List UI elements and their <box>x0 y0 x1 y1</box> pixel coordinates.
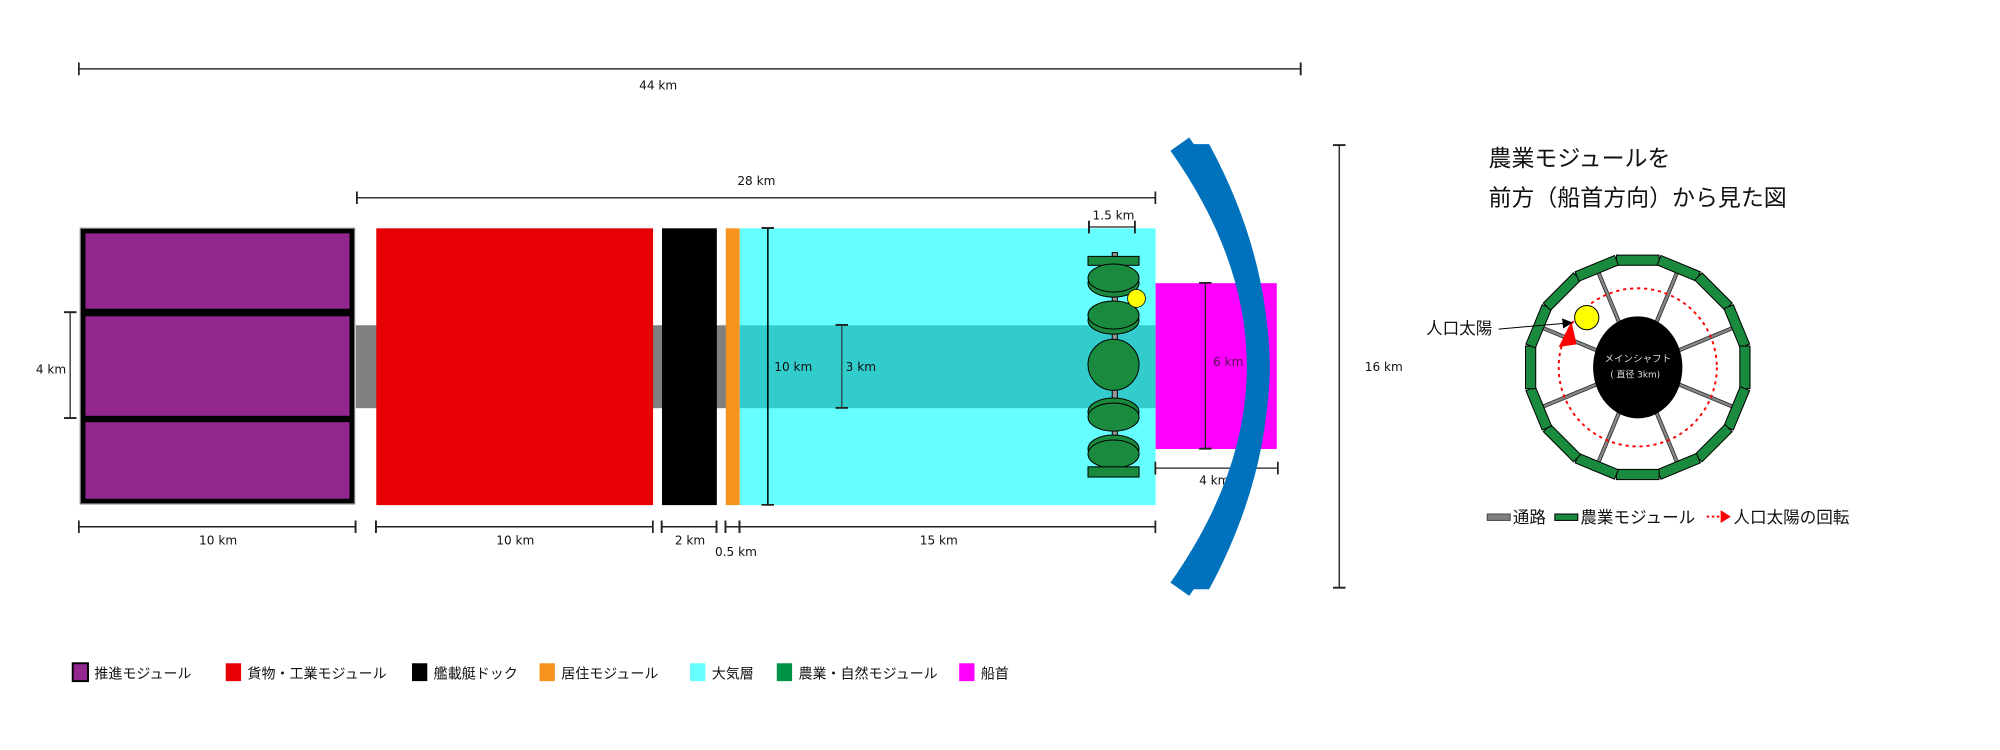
legend-swatch <box>690 663 706 682</box>
farm-module-segment <box>1656 452 1702 480</box>
legend-label: 船首 <box>981 667 1009 683</box>
legend-rotation-arrowhead-icon <box>1720 510 1731 523</box>
front-view-title-line1: 農業モジュールを <box>1489 146 1671 172</box>
farm-module-segment <box>1574 254 1620 282</box>
bow-shield-arc <box>1170 137 1270 596</box>
farm-module-segment <box>1723 386 1751 431</box>
artificial-sun-pointer <box>1498 318 1573 330</box>
forward-length-label: 28 km <box>737 174 775 188</box>
farm-module-segment <box>1615 468 1660 481</box>
legend-label: 大気層 <box>712 667 754 683</box>
legend-label: 推進モジュール <box>94 667 191 683</box>
farm-module-segment <box>1694 423 1733 463</box>
farm-module-segment <box>1739 345 1751 390</box>
farm-module-segment <box>1694 272 1733 311</box>
bow-height-label: 6 km <box>1213 355 1243 369</box>
total-length-label: 44 km <box>639 78 677 92</box>
farm-length-label: 1.5 km <box>1093 208 1135 222</box>
shield-height-label: 16 km <box>1365 360 1403 374</box>
propulsion-length-label: 10 km <box>199 534 237 548</box>
farm-module-segment <box>1723 304 1751 349</box>
propulsion-module <box>79 227 356 505</box>
farm-module-segment <box>1656 254 1702 282</box>
legend-swatch <box>776 663 793 682</box>
farm-module-segment <box>1615 254 1660 266</box>
main-shaft <box>1593 316 1683 419</box>
legend-rotation-label: 人口太陽の回転 <box>1733 508 1849 527</box>
farm-module-segment <box>1574 452 1620 480</box>
legend-corridor-label: 通路 <box>1513 508 1547 527</box>
sun-rotation-path <box>1557 287 1718 448</box>
farm-module-segment <box>1542 272 1582 311</box>
artificial-sun-label: 人口太陽 <box>1426 319 1492 338</box>
legend-farm-swatch <box>1554 513 1579 521</box>
shaft-diameter-label: 3 km <box>846 360 876 374</box>
atmosphere-diameter-label: 10 km <box>774 360 812 374</box>
cargo-length-label: 10 km <box>496 534 534 548</box>
legend-corridor-swatch <box>1486 513 1511 521</box>
legend-label: 艦載艇ドック <box>434 667 518 683</box>
habitat-length-label: 0.5 km <box>715 545 757 559</box>
legend-farm-label: 農業モジュール <box>1580 508 1695 527</box>
dock-length-label: 2 km <box>675 534 705 548</box>
front-view-title-line2: 前方（船首方向）から見た図 <box>1489 185 1787 211</box>
farm-modules-side <box>1087 252 1140 478</box>
main-shaft-diameter-label: ( 直径 3km) <box>1610 369 1660 381</box>
farm-module-segment <box>1524 345 1537 390</box>
bow-length-label: 4 km <box>1199 474 1229 488</box>
legend-swatch <box>539 663 555 682</box>
main-shaft-label: メインシャフト <box>1604 354 1671 365</box>
legend-swatch <box>411 663 428 682</box>
legend-label: 農業・自然モジュール <box>798 666 937 683</box>
legend-label: 居住モジュール <box>561 667 658 683</box>
farm-module-segment <box>1525 386 1553 431</box>
color-legend: 推進モジュール 貨物・工業モジュール 艦載艇ドック 居住モジュール 大気層 農業・自然モジ… <box>71 662 1009 683</box>
legend-label: 貨物・工業モジュール <box>247 666 386 683</box>
propulsion-width-label: 4 km <box>36 363 66 377</box>
legend-swatch <box>959 663 975 682</box>
atmosphere-length-label: 15 km <box>920 534 958 548</box>
farm-module-front-view: メインシャフト ( 直径 3km) <box>1524 254 1751 481</box>
shuttle-dock <box>661 228 717 506</box>
main-shaft-band <box>739 325 1156 409</box>
cargo-industry-module <box>376 228 654 506</box>
farm-module-segment <box>1542 423 1582 463</box>
legend-swatch <box>225 663 242 682</box>
habitat-module <box>725 228 740 506</box>
artificial-sun-side <box>1127 289 1146 308</box>
legend-swatch <box>71 662 89 683</box>
artificial-sun <box>1574 304 1600 331</box>
